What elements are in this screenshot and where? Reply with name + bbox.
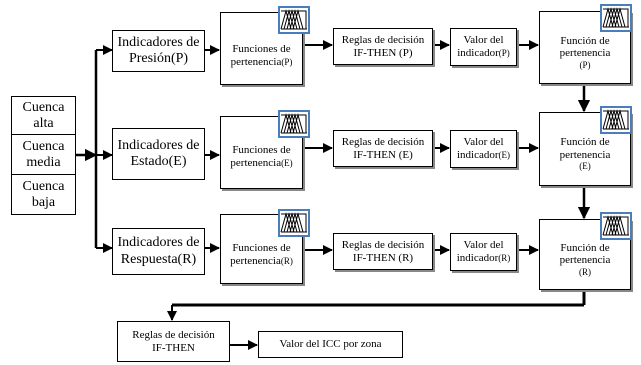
reglas-decision-p: Reglas de decisión IF-THEN (P) bbox=[333, 28, 433, 65]
label: Valor del bbox=[463, 239, 504, 252]
membership-function-icon bbox=[600, 106, 632, 134]
label: pertenencia bbox=[230, 255, 281, 267]
label: (P) bbox=[281, 56, 293, 67]
label: (E) bbox=[281, 157, 293, 168]
label: Valor del bbox=[463, 34, 504, 47]
reglas-decision-e: Reglas de decisión IF-THEN (E) bbox=[333, 130, 433, 167]
label: IF-THEN (E) bbox=[353, 148, 413, 161]
label: Indicadores de bbox=[117, 137, 200, 153]
label: (R) bbox=[498, 253, 511, 263]
label: Estado(E) bbox=[130, 154, 187, 169]
label: IF-THEN (R) bbox=[352, 251, 414, 264]
membership-function-icon bbox=[600, 4, 632, 32]
label: Indicadores de bbox=[117, 235, 200, 251]
label: pertenencia bbox=[559, 148, 611, 161]
label: (R) bbox=[280, 256, 293, 266]
membership-function-icon bbox=[600, 212, 632, 240]
label: IF-THEN (P) bbox=[353, 46, 413, 59]
cuenca-media: Cuenca media bbox=[12, 135, 75, 175]
label: indicador bbox=[456, 149, 499, 161]
valor-icc-zona: Valor del ICC por zona bbox=[258, 331, 403, 358]
label: Valor del ICC por zona bbox=[279, 338, 382, 351]
membership-function-icon bbox=[278, 6, 310, 34]
valor-indicador-e: Valor del indicador(E) bbox=[450, 130, 517, 168]
label: Reglas de decisión bbox=[341, 238, 425, 251]
label: pertenencia bbox=[230, 55, 282, 68]
label: Funciones de bbox=[232, 42, 291, 55]
label: (P) bbox=[498, 48, 510, 58]
label: Reglas de decisión bbox=[341, 135, 425, 148]
indicadores-estado: Indicadores de Estado(E) bbox=[112, 128, 205, 180]
indicadores-presion: Indicadores de Presión(P) bbox=[112, 30, 205, 72]
label: pertenencia bbox=[559, 254, 611, 267]
label: Reglas de decisión bbox=[132, 328, 215, 341]
valor-indicador-r: Valor del indicador(R) bbox=[450, 233, 517, 271]
cuenca-table: Cuenca alta Cuenca media Cuenca baja bbox=[11, 96, 76, 215]
reglas-decision-r: Reglas de decisión IF-THEN (R) bbox=[333, 233, 433, 270]
label: Funciones de bbox=[232, 242, 291, 255]
label: (R) bbox=[579, 266, 591, 277]
label: (P) bbox=[579, 59, 591, 70]
label: pertenencia bbox=[230, 156, 282, 169]
label: Función de bbox=[560, 241, 610, 254]
membership-function-icon bbox=[278, 110, 310, 138]
membership-function-icon bbox=[278, 209, 310, 237]
label: indicador bbox=[456, 252, 499, 264]
label: (E) bbox=[498, 150, 511, 160]
cuenca-alta: Cuenca alta bbox=[12, 97, 75, 135]
valor-indicador-p: Valor del indicador(P) bbox=[450, 28, 517, 66]
indicadores-respuesta: Indicadores de Respuesta(R) bbox=[112, 228, 205, 275]
reglas-decision-final: Reglas de decisión IF-THEN bbox=[117, 321, 230, 362]
label: (E) bbox=[579, 161, 591, 172]
label: Indicadores de bbox=[117, 34, 200, 50]
label: Funciones de bbox=[232, 143, 291, 156]
label: Respuesta(R) bbox=[120, 251, 197, 267]
label: Función de bbox=[560, 34, 610, 47]
label: Valor del bbox=[463, 136, 504, 149]
cuenca-baja: Cuenca baja bbox=[22, 179, 65, 210]
label: Presión(P) bbox=[128, 51, 189, 66]
label: IF-THEN bbox=[152, 341, 195, 354]
label: Reglas de decisión bbox=[341, 33, 425, 46]
label: Función de bbox=[560, 136, 610, 149]
label: pertenencia bbox=[559, 47, 611, 60]
label: indicador bbox=[457, 47, 499, 59]
